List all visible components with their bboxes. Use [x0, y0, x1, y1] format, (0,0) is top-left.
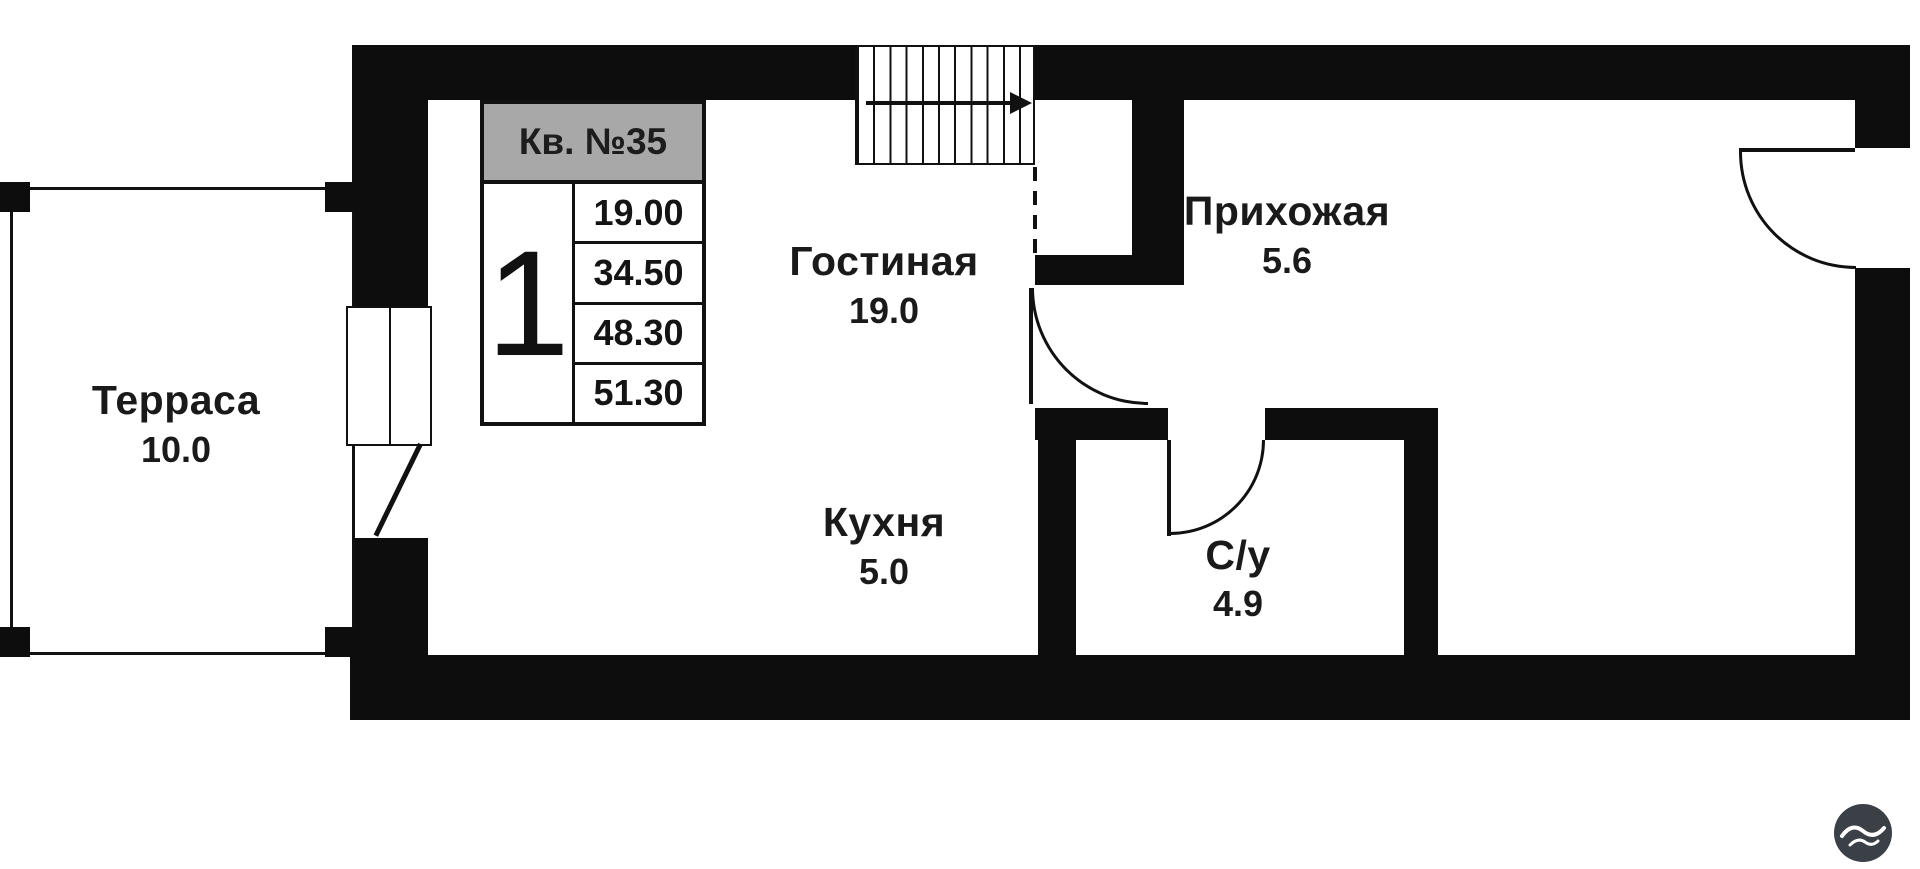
room-name: Кухня	[822, 499, 946, 546]
room-label-kitchen: Кухня 5.0	[714, 485, 1054, 605]
terrace-corner-mark	[325, 182, 355, 212]
room-label-bathroom: С/у 4.9	[1078, 520, 1398, 635]
stairs-arrow-line	[866, 101, 1014, 105]
room-label-living: Гостиная 19.0	[714, 224, 1054, 344]
living-door-leaf	[1029, 288, 1033, 404]
room-area: 10.0	[140, 428, 212, 470]
wall-bathroom-right	[1404, 408, 1438, 655]
room-area: 5.0	[858, 550, 910, 592]
terrace-corner-mark	[325, 627, 355, 657]
wall-living-hallway	[1132, 100, 1184, 285]
bathroom-door-leaf	[1167, 440, 1171, 536]
room-label-terrace: Терраса 10.0	[46, 358, 306, 488]
wall-right-lower	[1855, 268, 1910, 720]
wall-top-left	[428, 45, 855, 100]
apartment-info-table: Кв. №35 1 19.00 34.50 48.30 51.30	[480, 100, 706, 426]
entrance-door-arc	[1739, 152, 1856, 269]
room-area: 4.9	[1212, 583, 1264, 625]
entrance-door-leaf	[1739, 148, 1855, 152]
wall-left-lower	[352, 538, 428, 655]
area-row: 19.00	[575, 184, 702, 245]
terrace-corner-mark	[0, 182, 30, 212]
wall-top-right	[1035, 45, 1910, 100]
apartment-number-header: Кв. №35	[484, 104, 702, 184]
logo-watermark-icon	[1834, 804, 1892, 862]
room-name: Гостиная	[789, 238, 979, 285]
wall-bottom	[350, 655, 1910, 720]
room-name: С/у	[1205, 531, 1271, 578]
zone-divider-dashed-line	[1033, 167, 1037, 255]
area-row: 51.30	[593, 372, 684, 414]
floors-cell: 1	[484, 184, 575, 422]
stairs-treads	[857, 47, 1033, 163]
balcony-door-leaf	[373, 442, 423, 537]
wall-hallway-stub	[1035, 255, 1135, 285]
stairs	[855, 45, 1035, 165]
area-row: 34.50	[575, 244, 702, 305]
room-name: Терраса	[91, 377, 261, 424]
terrace-corner-mark	[0, 627, 30, 657]
entrance-opening	[1853, 148, 1912, 268]
wall-kitchen-bathroom	[1038, 408, 1076, 655]
room-name: Прихожая	[1183, 188, 1391, 235]
room-area: 5.6	[1261, 239, 1313, 281]
area-row: 48.30	[575, 305, 702, 365]
stairs-arrow-icon	[1010, 92, 1032, 114]
wall-left-upper	[352, 45, 428, 308]
balcony-window-mullion	[389, 308, 391, 444]
room-label-hallway: Прихожая 5.6	[1107, 179, 1467, 289]
room-area: 19.0	[848, 289, 920, 331]
balcony-window-frame	[346, 306, 432, 446]
wall-right-upper	[1855, 45, 1910, 150]
